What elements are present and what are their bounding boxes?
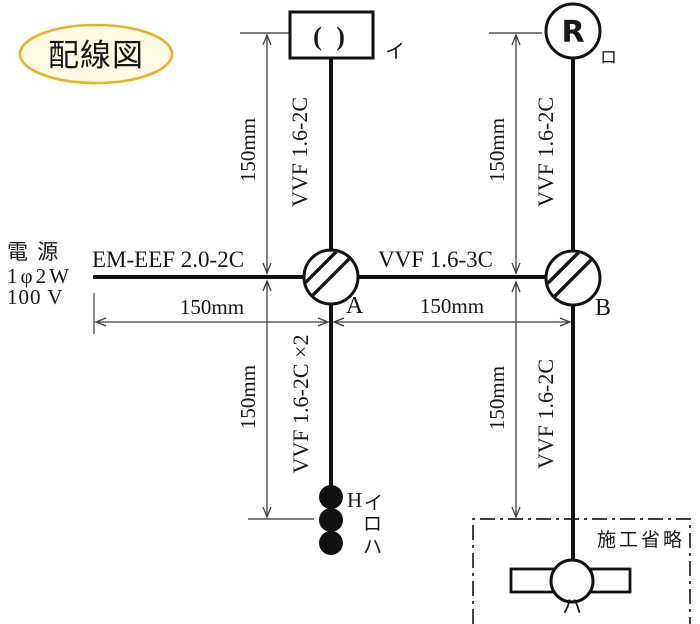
power-source-line3: 100 V bbox=[7, 285, 64, 309]
arrowheads-top-right bbox=[511, 33, 521, 275]
dim-label-a-b-h: 150mm bbox=[420, 294, 484, 318]
lamp-receptacle-symbol bbox=[544, 2, 602, 60]
ceiling-light-label: イ bbox=[385, 41, 405, 63]
title-badge-label: 配線図 bbox=[48, 38, 144, 73]
dim-label-top-right: 150mm bbox=[485, 118, 509, 182]
fluorescent-label: ハ bbox=[562, 596, 582, 618]
power-source-line1: 電 源 bbox=[7, 240, 60, 264]
cable-label-a-up: VVF 1.6-2C bbox=[287, 97, 312, 207]
fluorescent-wing-right bbox=[589, 567, 632, 594]
arrowheads-bottom-right bbox=[511, 280, 521, 519]
lamp-receptacle-glyph: R bbox=[561, 15, 584, 50]
arrowheads-bottom-left bbox=[262, 279, 272, 519]
ceiling-light-glyph: ( ) bbox=[313, 22, 349, 51]
cable-label-b-down: VVF 1.6-2C bbox=[533, 359, 558, 469]
arrowheads-power bbox=[94, 317, 330, 327]
ceiling-light-symbol-box bbox=[288, 10, 375, 60]
title-badge-border bbox=[18, 23, 174, 85]
switch-label-2: ロ bbox=[363, 514, 382, 535]
junction-box-b-label: B bbox=[595, 295, 611, 321]
arrowheads-top-left bbox=[262, 33, 272, 275]
cable-label-b-up: VVF 1.6-2C bbox=[533, 97, 558, 207]
switch-pilot-dot bbox=[319, 485, 343, 509]
dim-label-bottom-right: 150mm bbox=[485, 366, 509, 430]
lamp-receptacle-label: ロ bbox=[600, 48, 617, 67]
fluorescent-wing-left bbox=[509, 567, 556, 594]
switch-dot-3 bbox=[319, 531, 343, 555]
dim-label-bottom-left: 150mm bbox=[236, 365, 260, 429]
title-badge-ellipse bbox=[20, 25, 172, 83]
dim-label-top-left: 150mm bbox=[236, 118, 260, 182]
power-source-line2: 1φ2W bbox=[7, 264, 72, 288]
junction-box-a-label: A bbox=[346, 293, 364, 319]
dim-label-power-h: 150mm bbox=[180, 295, 244, 319]
cable-label-a-b: VVF 1.6-3C bbox=[378, 247, 493, 272]
switch-label-3: ハ bbox=[363, 537, 382, 558]
omitted-region-border bbox=[472, 518, 691, 624]
switch-dot-2 bbox=[319, 508, 343, 532]
cable-label-power-feed: EM-EEF 2.0-2C bbox=[92, 247, 244, 272]
fluorescent-circle bbox=[549, 558, 595, 604]
arrowheads-a-b bbox=[332, 317, 572, 327]
cable-label-a-down: VVF 1.6-2C ×2 bbox=[288, 335, 313, 474]
omitted-region-label: 施工省略 bbox=[597, 529, 685, 551]
switch-label-1: イ bbox=[364, 493, 383, 514]
switch-pilot-mark: H bbox=[347, 488, 362, 512]
